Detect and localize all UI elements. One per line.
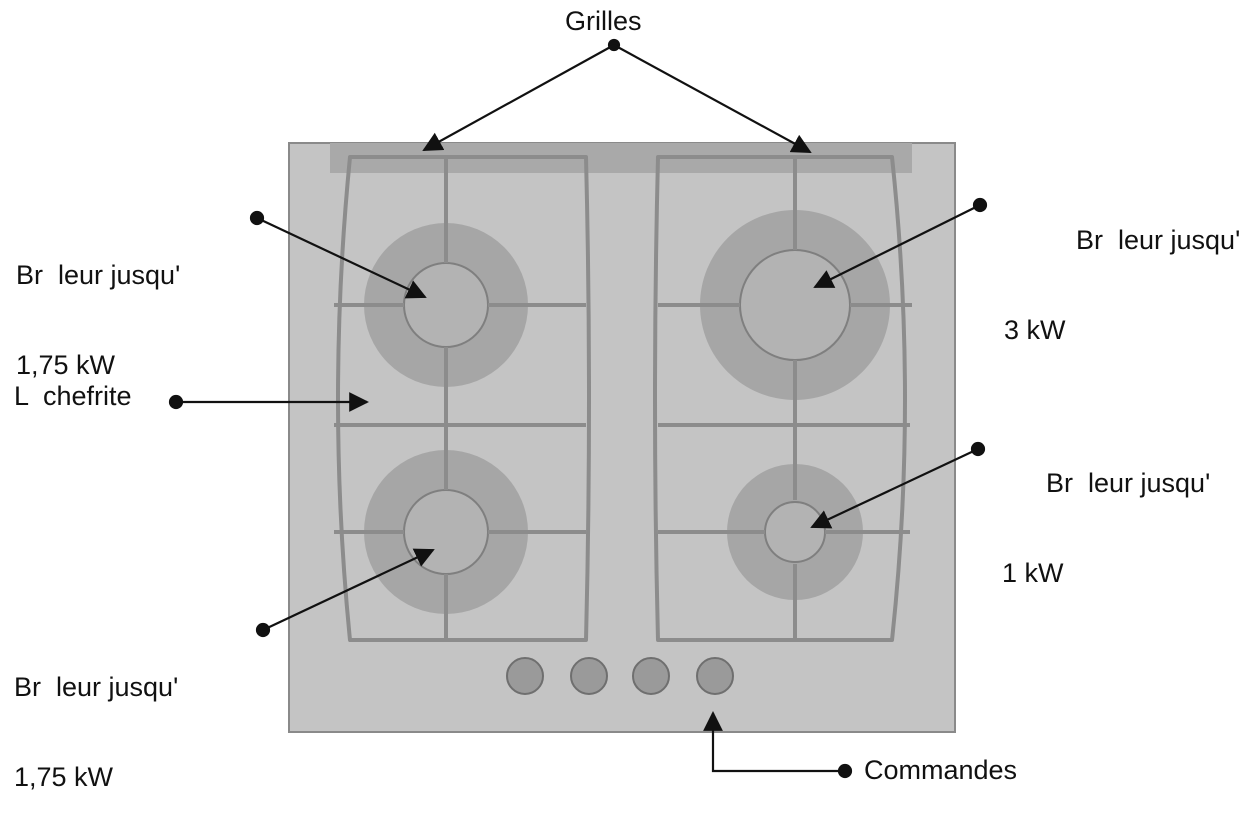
label-burner-bottom-left-line1: Br leur jusqu' [14, 672, 179, 702]
label-burner-bottom-left: Br leur jusqu' 1,75 kW [14, 612, 178, 822]
leader-grilles-right [613, 44, 812, 153]
label-burner-top-left: Br leur jusqu' 1,75 kW [16, 200, 180, 410]
grate-right [653, 155, 912, 642]
knob-2 [570, 657, 608, 695]
grate-left [334, 155, 591, 642]
knob-1 [506, 657, 544, 695]
leader-burner-top-right [813, 204, 981, 288]
label-grilles: Grilles [565, 6, 642, 36]
leader-commandes [703, 711, 845, 773]
label-burner-top-right-line1: Br leur jusqu' [1076, 225, 1241, 255]
knob-4 [696, 657, 734, 695]
cooktop-diagram [168, 38, 988, 779]
label-burner-bottom-left-power: 1,75 kW [14, 762, 114, 792]
leader-grilles-left [422, 44, 615, 151]
label-burner-top-left-line1: Br leur jusqu' [16, 260, 181, 290]
label-commandes: Commandes [864, 755, 1018, 785]
leader-lines [168, 38, 988, 779]
label-burner-top-right: Br leur jusqu' 3 kW [1004, 165, 1240, 375]
label-burner-top-left-power: 1,75 kW [16, 350, 116, 380]
label-burner-top-right-power: 3 kW [1004, 315, 1066, 345]
leader-burner-bottom-left [262, 548, 435, 631]
control-knobs [506, 657, 734, 695]
label-lechefrite: L chefrite [14, 381, 132, 411]
knob-3 [632, 657, 670, 695]
label-burner-bottom-right-power: 1 kW [1002, 558, 1064, 588]
label-burner-bottom-right-line1: Br leur jusqu' [1046, 468, 1211, 498]
burner-bottom-right [727, 464, 863, 600]
hob-panel [288, 142, 956, 733]
label-burner-bottom-right: Br leur jusqu' 1 kW [1002, 408, 1210, 618]
leader-burner-top-left [256, 217, 427, 299]
leader-burner-bottom-right [810, 448, 979, 529]
